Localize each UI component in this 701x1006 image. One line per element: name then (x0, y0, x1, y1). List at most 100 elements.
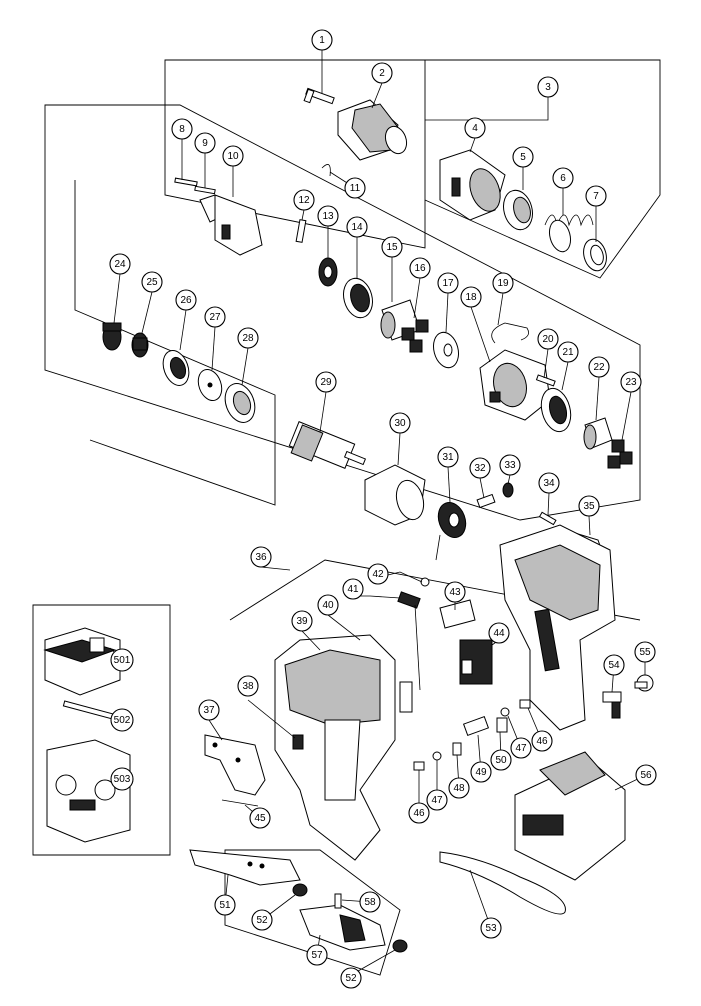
part-screw-58 (334, 893, 342, 909)
callout-label: 46 (413, 808, 425, 819)
callout-circle (306, 944, 328, 966)
part-terminal-50 (496, 717, 508, 733)
callout-circle (460, 286, 482, 308)
callout-circle (635, 764, 657, 786)
callout-label: 56 (640, 770, 652, 781)
callout-43: 43 (444, 581, 466, 603)
callout-circle (537, 76, 559, 98)
callout-11: 11 (344, 177, 366, 199)
callout-label: 26 (180, 295, 192, 306)
callout-circle (175, 289, 197, 311)
part-planet-gears-16 (401, 319, 429, 353)
part-ring-gear-21 (540, 387, 572, 433)
callout-label: 24 (114, 259, 126, 270)
part-spring-45 (221, 799, 259, 807)
part-ring-26 (162, 350, 190, 386)
callout-circle (214, 894, 236, 916)
callout-label: 47 (515, 743, 527, 754)
callout-32: 32 (469, 457, 491, 479)
callout-circle (237, 675, 259, 697)
callout-circle (408, 802, 430, 824)
callout-circle (444, 581, 466, 603)
frame-chuck-group (164, 59, 426, 249)
callout-44: 44 (488, 622, 510, 644)
callout-37: 37 (198, 699, 220, 721)
callout-27: 27 (204, 306, 226, 328)
callout-13: 13 (317, 205, 339, 227)
callout-label: 32 (474, 463, 486, 474)
part-bracket-40 (399, 681, 413, 713)
part-spring-38 (292, 734, 304, 750)
callout-26: 26 (175, 289, 197, 311)
callout-502: 502 (110, 708, 134, 732)
part-clutch-cover-4 (439, 149, 506, 221)
callout-circle (141, 271, 163, 293)
callout-label: 2 (379, 68, 385, 79)
callout-circle (578, 495, 600, 517)
part-pin-8 (174, 177, 198, 187)
callout-label: 46 (536, 736, 548, 747)
callout-47: 47 (426, 789, 448, 811)
callout-circle (620, 371, 642, 393)
part-washer-27 (197, 369, 223, 401)
callout-label: 22 (593, 362, 605, 373)
callout-38: 38 (237, 675, 259, 697)
callout-29: 29 (315, 371, 337, 393)
callout-label: 33 (504, 460, 516, 471)
callout-label: 34 (543, 478, 555, 489)
callout-36: 36 (250, 546, 272, 568)
callout-20: 20 (537, 328, 559, 350)
part-screw-48a (519, 699, 531, 709)
part-nut-52a (292, 883, 308, 897)
callout-circle (464, 117, 486, 139)
callout-circle (237, 327, 259, 349)
parts (43, 87, 654, 953)
callout-label: 43 (449, 587, 461, 598)
callout-circle (222, 145, 244, 167)
part-terminal-48b (452, 742, 462, 756)
callout-label: 1 (319, 35, 325, 46)
callout-circle (315, 371, 337, 393)
callout-circle (437, 446, 459, 468)
callout-7: 7 (585, 185, 607, 207)
part-planet-gears-23 (607, 439, 633, 469)
callout-circle (488, 622, 510, 644)
callout-circle (426, 789, 448, 811)
callout-circle (371, 62, 393, 84)
callout-circle (342, 578, 364, 600)
part-gear-case-18 (479, 349, 551, 421)
callout-24: 24 (109, 253, 131, 275)
part-armature-29 (288, 421, 367, 469)
callout-layer: 1234567891011121314151617181920212223242… (109, 29, 657, 989)
part-nut-52b (392, 939, 408, 953)
callout-9: 9 (194, 132, 216, 154)
callout-label: 9 (202, 138, 208, 149)
callout-circle (585, 185, 607, 207)
callout-label: 44 (493, 628, 505, 639)
callout-circle (538, 472, 560, 494)
callout-14: 14 (346, 216, 368, 238)
callout-17: 17 (437, 272, 459, 294)
callout-label: 57 (311, 950, 323, 961)
callout-circle (109, 253, 131, 275)
callout-31: 31 (437, 446, 459, 468)
callout-18: 18 (460, 286, 482, 308)
callout-circle (317, 594, 339, 616)
part-washer-7 (583, 238, 607, 272)
part-charger-501 (43, 627, 121, 696)
callout-57: 57 (306, 944, 328, 966)
callout-label: 42 (372, 569, 384, 580)
callout-label: 53 (485, 923, 497, 934)
callout-circle (588, 356, 610, 378)
callout-label: 23 (625, 377, 637, 388)
part-terminal-42 (420, 577, 430, 587)
callout-label: 37 (203, 705, 215, 716)
callout-39: 39 (291, 610, 313, 632)
frame-armature-group (74, 180, 276, 506)
callout-53: 53 (480, 917, 502, 939)
part-bit-holder-57 (299, 904, 386, 951)
part-spring-6 (544, 214, 594, 253)
callout-label: 5 (520, 152, 526, 163)
callout-circle (381, 236, 403, 258)
